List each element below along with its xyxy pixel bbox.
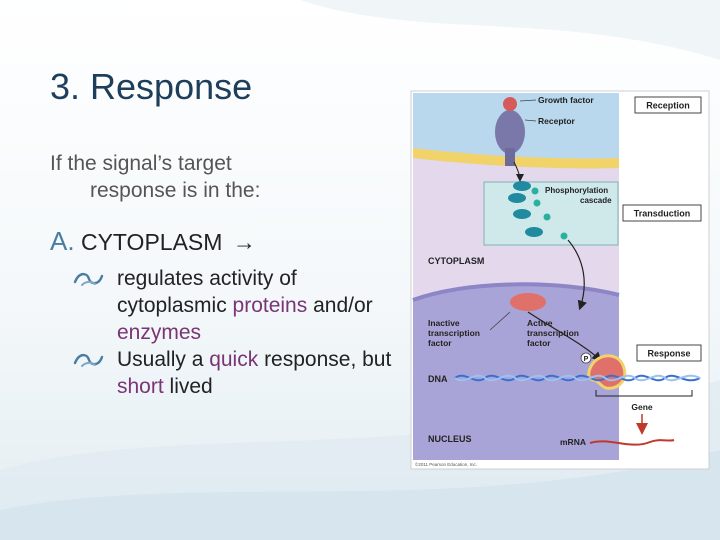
nucleus-region [413, 284, 619, 460]
receptor-stem [505, 148, 515, 166]
mrna-strand [589, 439, 675, 446]
label-dna: DNA [428, 374, 448, 384]
bullet-swirl-icon [73, 272, 104, 286]
label-receptor: Receptor [538, 116, 576, 126]
kinase-3-phosphate [543, 213, 551, 221]
dna-strand-2 [454, 374, 701, 382]
intro-text: If the signal’s target response is in th… [50, 150, 350, 204]
bullet-swirl-icon [73, 353, 104, 367]
growth-factor-shape [503, 97, 517, 111]
point-a: A. CYTOPLASM → [50, 226, 256, 257]
kinase-1 [513, 181, 531, 191]
highlight-text: quick [209, 348, 259, 371]
bullet-text: regulates activity of cytoplasmic [117, 267, 297, 317]
label-gene: Gene [631, 402, 653, 412]
highlight-text: proteins [232, 294, 308, 317]
stage-box-response [636, 344, 702, 362]
kinase-3 [513, 209, 531, 219]
label-cascade: cascade [580, 196, 612, 205]
bullet-item: Usually a quick response, but short live… [72, 346, 412, 400]
bullet-text: lived [163, 375, 213, 398]
kinase-2 [508, 193, 526, 203]
kinase-4 [525, 227, 543, 237]
right-arrow-icon: → [232, 229, 256, 255]
label-active-2: transcription [527, 328, 579, 338]
copyright: ©2011 Pearson Education, Inc. [415, 461, 477, 467]
nuclear-envelope [412, 282, 620, 302]
cascade-box [483, 181, 619, 246]
label-inactive-1: Inactive [428, 318, 460, 328]
label-inactive-2: transcription [428, 328, 480, 338]
label-nucleus: NUCLEUS [428, 434, 472, 444]
stage-label-transduction: Transduction [634, 209, 691, 219]
highlight-text: short [117, 375, 164, 398]
stage-box-transduction [622, 204, 702, 222]
slide-title: 3. Response [50, 66, 253, 107]
intro-line-1: If the signal’s target [50, 152, 232, 175]
phosphate-p [580, 352, 592, 364]
receptor-shape [495, 110, 525, 154]
label-growth-factor: Growth factor [538, 95, 594, 105]
bullet-list: regulates activity of cytoplasmic protei… [72, 265, 412, 400]
kinase-4-phosphate [560, 232, 568, 240]
bullet-text: Usually a [117, 348, 210, 371]
bullet-text: and/or [307, 294, 373, 317]
point-letter: A. [50, 226, 75, 256]
stage-label-reception: Reception [646, 101, 690, 111]
gene-bracket [595, 390, 693, 397]
label-active-1: Active [527, 318, 553, 328]
label-phosphorylation: Phosphorylation [545, 186, 608, 195]
kinase-2-phosphate [533, 199, 541, 207]
stage-box-reception [634, 96, 702, 114]
bullet-item: regulates activity of cytoplasmic protei… [72, 265, 412, 346]
label-mrna: mRNA [560, 437, 586, 447]
label-p: P [584, 356, 589, 363]
kinase-1-phosphate [531, 187, 539, 195]
point-text: CYTOPLASM [80, 229, 223, 255]
label-active-3: factor [527, 338, 551, 348]
intro-line-2: response is in the: [90, 179, 261, 202]
highlight-text: enzymes [117, 321, 202, 344]
stage-label-response: Response [647, 349, 690, 359]
label-cytoplasm: CYTOPLASM [428, 256, 484, 266]
plasma-membrane [413, 148, 619, 169]
label-inactive-3: factor [428, 338, 452, 348]
signal-response-diagram: Growth factor Receptor Reception Phospho… [410, 90, 710, 470]
inactive-transcription-factor [510, 293, 546, 311]
bullet-text: response, but [258, 348, 392, 371]
